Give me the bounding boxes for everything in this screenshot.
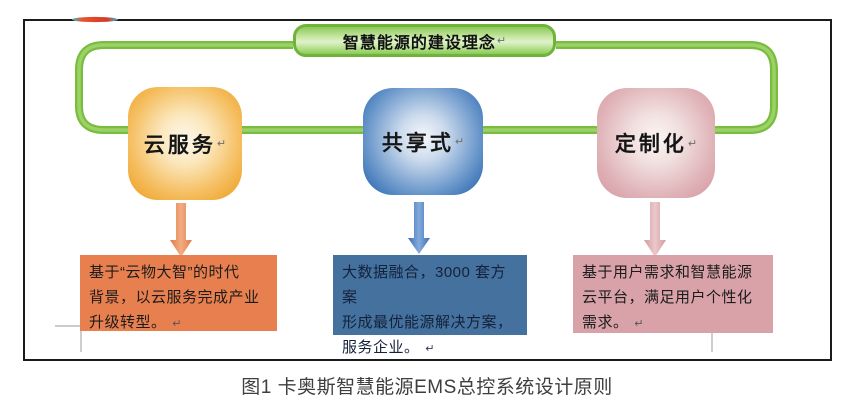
return-mark: ↵ [172, 318, 182, 330]
return-mark: ↵ [634, 318, 644, 330]
node-shared-mode: 共享式↵ [363, 88, 483, 195]
description-cloud-service-text: 基于“云物大智”的时代 背景，以云服务完成产业 升级转型。 [89, 264, 260, 331]
node-customized-label: 定制化 [614, 133, 687, 156]
return-mark: ↵ [496, 35, 507, 47]
figure-caption: 图1 卡奥斯智慧能源EMS总控系统设计原则 [241, 377, 613, 398]
node-shared-mode-label: 共享式 [381, 131, 454, 155]
figure-frame-border [23, 19, 832, 361]
description-shared-mode-text: 大数据融合，3000 套方案 形成最优能源解决方案， 服务企业。 [342, 264, 513, 356]
description-customized: 基于用户需求和智慧能源 云平台，满足用户个性化 需求。 ↵ [573, 255, 773, 333]
description-customized-text: 基于用户需求和智慧能源 云平台，满足用户个性化 需求。 [582, 264, 753, 331]
node-cloud-service-label: 云服务 [143, 133, 216, 157]
return-mark: ↵ [454, 136, 465, 148]
description-shared-mode: 大数据融合，3000 套方案 形成最优能源解决方案， 服务企业。 ↵ [333, 255, 527, 356]
banner-smart-energy-concept: 智慧能源的建设理念↵ [293, 24, 556, 57]
node-cloud-service: 云服务↵ [128, 87, 242, 200]
description-cloud-service: 基于“云物大智”的时代 背景，以云服务完成产业 升级转型。 ↵ [80, 255, 277, 331]
banner-label: 智慧能源的建设理念 [342, 34, 496, 52]
return-mark: ↵ [425, 343, 435, 355]
return-mark: ↵ [216, 138, 227, 150]
return-mark: ↵ [687, 137, 698, 150]
node-customized: 定制化↵ [597, 88, 715, 198]
